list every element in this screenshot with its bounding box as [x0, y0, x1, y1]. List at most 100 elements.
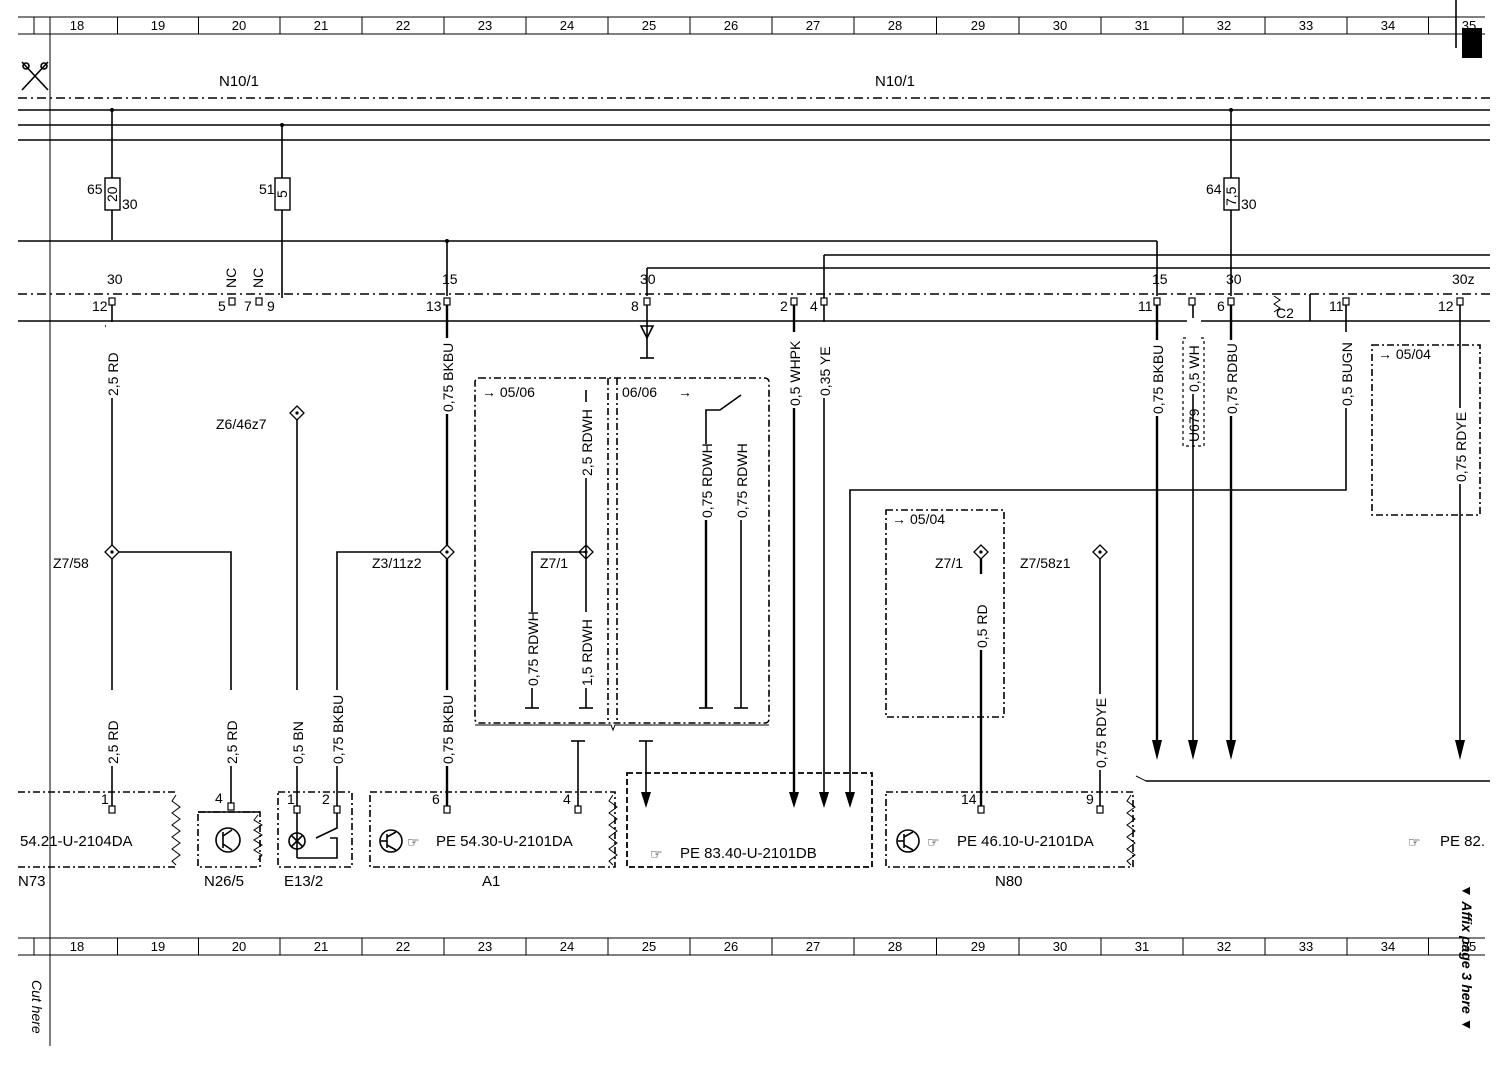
ruler-column-number: 35: [1462, 939, 1476, 954]
wire-label-background: [1187, 318, 1201, 394]
ruler-column-number: 26: [724, 18, 738, 33]
wire-color-label: 0,75 BKBU: [330, 695, 346, 764]
terminal-label: 30: [107, 271, 123, 287]
component-n73: 1 54.21-U-2104DA N73: [18, 791, 181, 890]
ruler-column-number: 34: [1381, 939, 1395, 954]
fuse-rating: 7,5: [1223, 186, 1239, 206]
fuse-rating: 5: [274, 190, 290, 198]
terminal-label: 15: [1152, 271, 1168, 287]
splice-label: Z6/46z7: [216, 416, 267, 432]
fuse-65: 65 20 30: [87, 108, 138, 240]
wire-color-label: 0,5 WH: [1186, 345, 1202, 392]
fuse-51: 51 5: [259, 123, 291, 298]
variant-label: → 05/06: [482, 384, 535, 400]
terminal-label: NC: [250, 268, 266, 288]
pointing-hand-icon: ☞: [650, 846, 663, 862]
wire-label-background: [818, 322, 832, 398]
ruler-column-number: 21: [314, 939, 328, 954]
component-pin: 14: [961, 791, 977, 807]
affix-page-label: ▼ Affix page 3 here ▼: [1459, 884, 1475, 1032]
splice-label: Z7/58z1: [1020, 555, 1071, 571]
variant-label: 05/04: [910, 511, 945, 527]
ruler-column-number: 19: [151, 18, 165, 33]
wire-color-label: 0,5 RD: [974, 604, 990, 648]
component-pin: 1: [101, 791, 109, 807]
wire-color-label: 0,75 RDWH: [699, 443, 715, 518]
wire-label-background: [1094, 694, 1108, 770]
wire-label-background: [331, 690, 345, 766]
wire-label-background: [1340, 332, 1354, 408]
component-e13-2: 1 2 E13/2: [277, 791, 353, 890]
pin-label: 5: [218, 298, 226, 314]
pointing-hand-icon: ☞: [407, 834, 420, 850]
ruler-column-number: 28: [888, 18, 902, 33]
module-label-n10-right: N10/1: [875, 73, 915, 90]
wire-label-background: [788, 332, 802, 408]
pointing-hand-icon: ☞: [927, 834, 940, 850]
wire-label-background: [1151, 340, 1165, 416]
variant-arrow: →: [892, 511, 906, 527]
pin-label: 6: [1217, 298, 1225, 314]
fuse-amp: 30: [1241, 196, 1257, 212]
ruler-column-number: 27: [806, 18, 820, 33]
ruler-column-number: 34: [1381, 18, 1395, 33]
wire-color-label: 0,75 BKBU: [440, 695, 456, 764]
ruler-column-number: 22: [396, 18, 410, 33]
wire-color-label: 0,35 YE: [817, 346, 833, 396]
ruler-column-number: 18: [70, 18, 84, 33]
ruler-column-number: 25: [642, 939, 656, 954]
lamp-icon: [288, 832, 306, 850]
scissors-icon: [21, 61, 49, 91]
ruler-column-number: 32: [1217, 939, 1231, 954]
wire-label-background: [580, 402, 594, 478]
pin-label: 11: [1329, 298, 1344, 314]
ruler-column-number: 24: [560, 18, 574, 33]
ruler-column-number: 29: [971, 18, 985, 33]
terminal-label: 30: [1226, 271, 1242, 287]
pin-label: 8: [631, 298, 639, 314]
wire-color-label: 0,75 RDYE: [1453, 412, 1469, 482]
ruler-column-number: 25: [642, 18, 656, 33]
wire-label-background: [441, 690, 455, 766]
pin-label: 13: [426, 298, 442, 314]
ruler-column-number: 26: [724, 939, 738, 954]
transistor-icon: [215, 827, 241, 853]
ruler-column-number: 19: [151, 939, 165, 954]
wire-color-label: 1,5 RDWH: [579, 619, 595, 686]
ruler-column-number: 33: [1299, 18, 1313, 33]
variant-label: →: [678, 384, 692, 400]
pin-label: 7: [244, 298, 252, 314]
wire-label-background: [106, 690, 120, 766]
module-label-n10-left: N10/1: [219, 73, 259, 90]
fuse-64: 64 7,5 30: [1206, 108, 1257, 296]
wire-color-label: 0,75 RDBU: [1224, 343, 1240, 414]
terminal-label: 30: [640, 271, 656, 287]
component-a1: 6 4 ☞ PE 54.30-U-2101DA A1: [369, 791, 618, 890]
ruler-column-number: 31: [1135, 939, 1149, 954]
ruler-column-number: 21: [314, 18, 328, 33]
ruler-column-number: 30: [1053, 18, 1067, 33]
component-name: E13/2: [284, 873, 323, 890]
ruler-column-number: 31: [1135, 18, 1149, 33]
pointing-hand-icon: ☞: [1408, 834, 1421, 850]
page-marker: [1462, 28, 1482, 58]
ruler-column-number: 33: [1299, 939, 1313, 954]
wire-color-label: 0,75 BKBU: [1150, 345, 1166, 414]
component-name: N26/5: [204, 873, 244, 890]
component-pe83: ☞ PE 83.40-U-2101DB: [626, 772, 873, 868]
component-name: N80: [995, 873, 1023, 890]
variant-label: → 05/04: [1378, 346, 1431, 362]
wire-color-label: 2,5 RD: [105, 720, 121, 764]
cut-here-label: Cut here: [29, 980, 45, 1034]
transistor-icon: [896, 829, 920, 853]
wire-color-label: 0,5 WHPK: [787, 340, 803, 406]
ruler-column-number: 29: [971, 939, 985, 954]
component-code: PE 83.40-U-2101DB: [680, 845, 817, 862]
ruler-column-number: 20: [232, 939, 246, 954]
ruler-column-number: 23: [478, 18, 492, 33]
fuse-rating: 20: [104, 186, 120, 202]
pin-marks: [108, 297, 1464, 306]
